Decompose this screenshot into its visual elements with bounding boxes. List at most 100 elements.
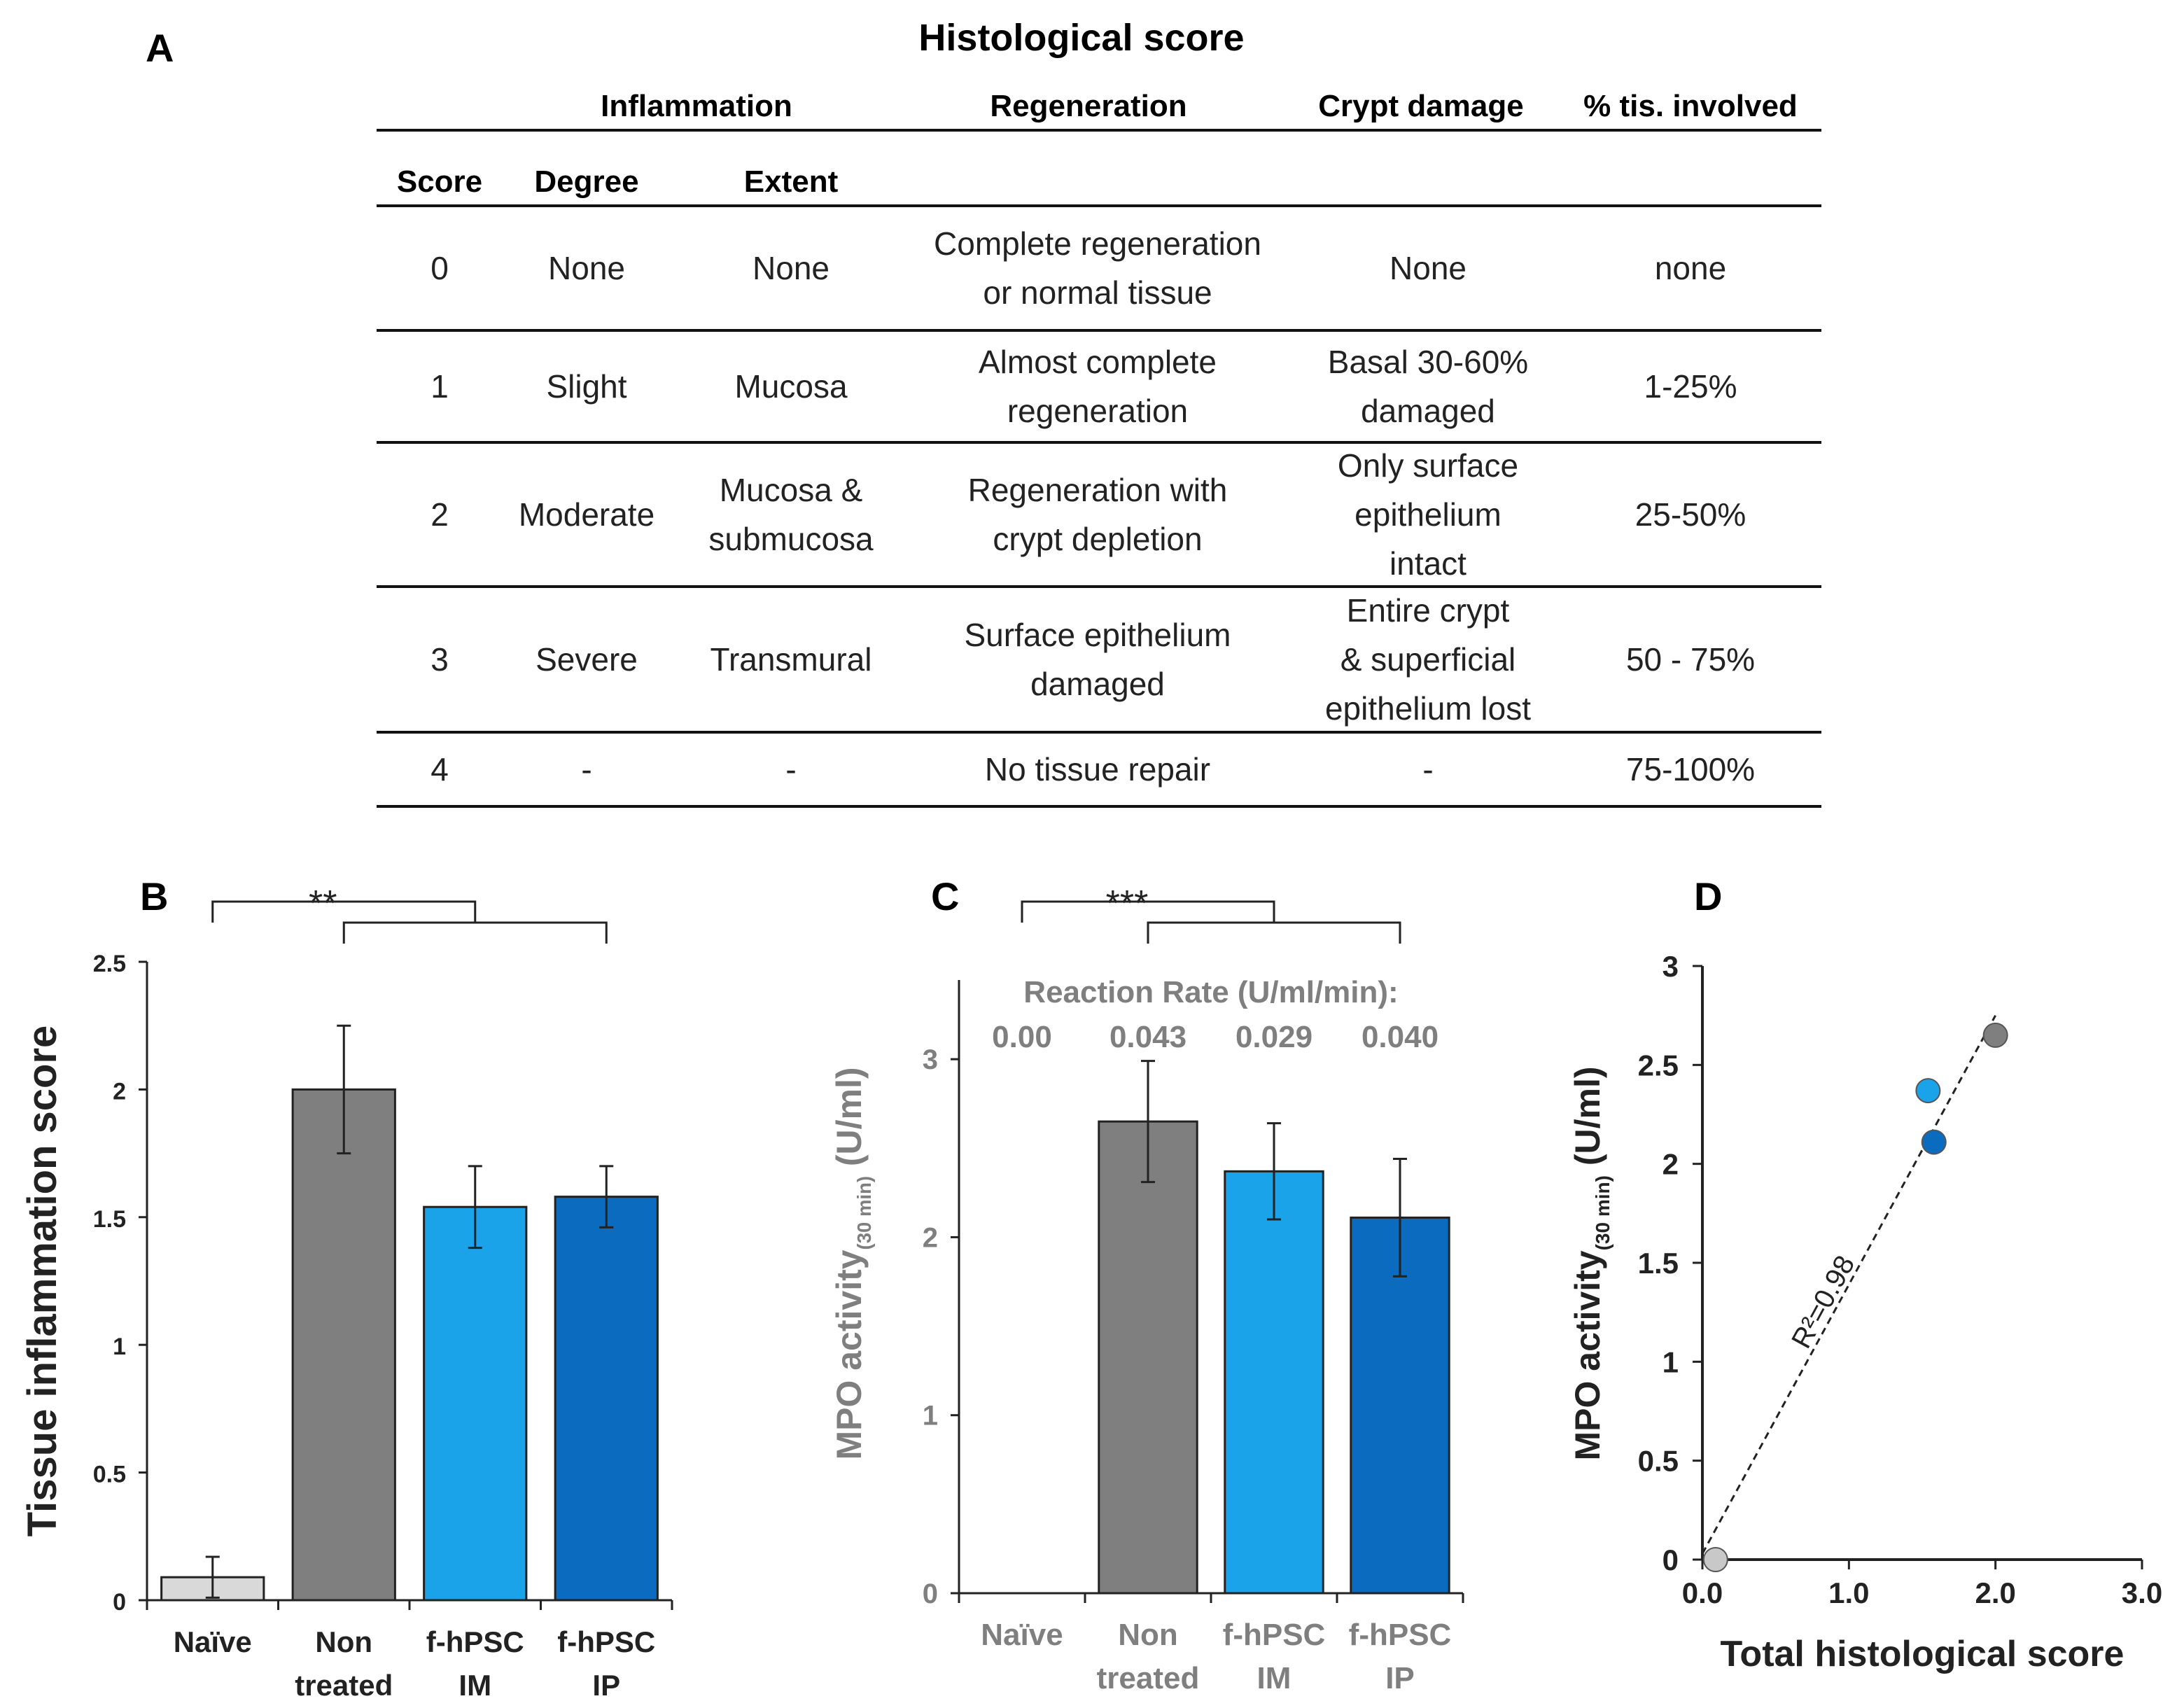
panel-label-c: C xyxy=(931,874,959,918)
significance-bracket xyxy=(211,900,477,923)
table-cell-extent: submucosa xyxy=(708,521,874,557)
table-cell-extent: Mucosa xyxy=(734,368,847,405)
y-axis-label-main: Tissue inflammation score xyxy=(20,1026,65,1537)
table-cell-crypt-damage: epithelium xyxy=(1354,496,1502,533)
table-cell-score: 1 xyxy=(430,368,449,405)
y-tick-label: 0 xyxy=(923,1578,938,1609)
y-axis-label-unit: (U/ml) xyxy=(830,1067,869,1176)
data-point xyxy=(1702,1547,1728,1572)
y-axis-label-subscript: (30 min) xyxy=(853,1176,875,1250)
x-category-label: Naïve xyxy=(981,1618,1063,1652)
table-cell-degree: Severe xyxy=(536,641,638,678)
table-cell-extent: None xyxy=(752,250,830,286)
reaction-rate-value: 0.00 xyxy=(992,1020,1052,1054)
y-tick-label: 3 xyxy=(1662,950,1679,983)
table-cell-degree: Moderate xyxy=(519,496,654,533)
x-category-label: treated xyxy=(1097,1661,1200,1695)
table-cell-regeneration: or normal tissue xyxy=(983,274,1212,311)
table-cell-crypt-damage: epithelium lost xyxy=(1325,690,1531,727)
y-tick-label: 2 xyxy=(1662,1148,1679,1181)
table-cell-regeneration: crypt depletion xyxy=(993,521,1202,557)
y-tick-label: 0 xyxy=(113,1589,126,1616)
y-axis-label-unit: (U/ml) xyxy=(1568,1066,1607,1175)
bar xyxy=(554,1196,659,1602)
data-point xyxy=(1915,1078,1941,1104)
table-cell-crypt-damage: Entire crypt xyxy=(1347,592,1510,629)
y-tick-label: 0.5 xyxy=(1638,1445,1679,1478)
table-cell-extent: Mucosa & xyxy=(720,472,863,508)
table-cell-extent: Transmural xyxy=(710,641,872,678)
x-axis-label: Total histological score xyxy=(1721,1634,2124,1674)
y-tick-label: 1.5 xyxy=(1638,1247,1679,1280)
table-cell-regeneration: Almost complete xyxy=(979,344,1217,380)
trend-line xyxy=(1701,1014,1996,1555)
table-cell-score: 0 xyxy=(430,250,449,286)
y-axis-label-subscript: (30 min) xyxy=(1592,1175,1614,1250)
table-cell-degree: None xyxy=(548,250,625,286)
table-cell-tissue-involved: 25-50% xyxy=(1635,496,1746,533)
significance-bracket xyxy=(1021,900,1275,923)
x-category-label: IP xyxy=(592,1669,620,1702)
table-cell-crypt-damage: - xyxy=(1422,751,1433,788)
r-squared-label: R²=0.98 xyxy=(1786,1250,1861,1353)
histological-score-table: Histological score Inflammation Regenera… xyxy=(377,17,1821,808)
significance-bracket xyxy=(1147,921,1401,944)
table-group-header-tissue-involved: % tis. involved xyxy=(1583,89,1798,123)
table-cell-degree: Slight xyxy=(546,368,626,405)
table-sub-header-extent: Extent xyxy=(744,164,839,199)
panel-label-d: D xyxy=(1694,874,1722,918)
y-axis-label: Tissue inflammation score xyxy=(20,1026,65,1537)
table-group-header-crypt-damage: Crypt damage xyxy=(1318,89,1523,123)
table-cell-regeneration: Regeneration with xyxy=(968,472,1228,508)
table-cell-tissue-involved: 1-25% xyxy=(1644,368,1737,405)
x-tick-label: 2.0 xyxy=(1975,1576,2015,1609)
significance-stars: *** xyxy=(1106,883,1149,924)
table-cell-crypt-damage: damaged xyxy=(1361,393,1495,429)
table-cell-score: 4 xyxy=(430,751,449,788)
table-cell-score: 2 xyxy=(430,496,449,533)
reaction-rate-value: 0.043 xyxy=(1110,1020,1186,1054)
y-tick-label: 2.5 xyxy=(93,951,126,977)
x-category-label: Naïve xyxy=(174,1625,252,1658)
table-cell-regeneration: No tissue repair xyxy=(985,751,1210,788)
table-cell-regeneration: Complete regeneration xyxy=(934,225,1261,262)
x-category-label: IP xyxy=(1385,1661,1415,1695)
table-title: Histological score xyxy=(918,17,1244,59)
table-group-header-inflammation: Inflammation xyxy=(601,89,792,123)
y-axis-label: MPO activity(30 min) (U/ml) xyxy=(1568,1066,1614,1460)
x-category-label: Non xyxy=(1118,1618,1178,1652)
table-cell-tissue-involved: none xyxy=(1655,250,1726,286)
table-cell-crypt-damage: Basal 30-60% xyxy=(1328,344,1528,380)
panel-c-bar-chart: 0123Naïve0.00Nontreated0.043f-hPSCIM0.02… xyxy=(830,883,1464,1695)
y-tick-label: 0 xyxy=(1662,1544,1679,1576)
bar xyxy=(423,1205,528,1602)
table-cell-crypt-damage: Only surface xyxy=(1338,447,1518,484)
table-cell-tissue-involved: 75-100% xyxy=(1626,751,1755,788)
y-axis-label-main: MPO activity xyxy=(830,1250,869,1460)
y-tick-label: 1 xyxy=(1662,1345,1679,1378)
table-sub-header-degree: Degree xyxy=(534,164,638,199)
y-tick-label: 1 xyxy=(923,1401,938,1432)
table-cell-crypt-damage: & superficial xyxy=(1340,641,1516,678)
bar xyxy=(1098,1120,1198,1595)
reaction-rate-value: 0.040 xyxy=(1362,1020,1438,1054)
bar xyxy=(1350,1216,1450,1595)
table-group-header-regeneration: Regeneration xyxy=(990,89,1186,123)
x-tick-label: 1.0 xyxy=(1828,1576,1869,1609)
table-cell-degree: - xyxy=(581,751,592,788)
x-category-label: f-hPSC xyxy=(1223,1618,1326,1652)
table-cell-tissue-involved: 50 - 75% xyxy=(1626,641,1755,678)
y-tick-label: 3 xyxy=(923,1044,938,1075)
significance-stars: ** xyxy=(309,883,337,924)
bar xyxy=(1224,1170,1324,1595)
x-tick-label: 0.0 xyxy=(1682,1576,1723,1609)
table-cell-score: 3 xyxy=(430,641,449,678)
significance-bracket xyxy=(342,921,608,944)
data-point xyxy=(1921,1129,1947,1155)
table-cell-regeneration: Surface epithelium xyxy=(965,617,1231,653)
bar xyxy=(291,1088,396,1602)
x-category-label: Non xyxy=(315,1625,372,1658)
y-tick-label: 1 xyxy=(113,1334,126,1360)
